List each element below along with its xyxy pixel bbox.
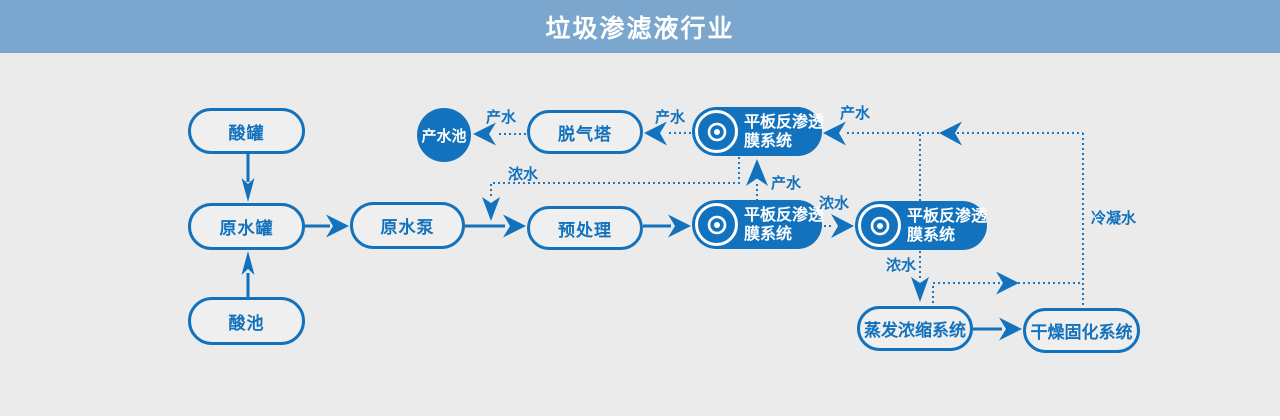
node-label: 原水罐 (219, 219, 274, 238)
line-condensate-return-horizontal (823, 121, 1083, 146)
node-label: 预处理 (558, 220, 612, 240)
node-ro-system-right: 平板反渗透 膜系统 (855, 201, 987, 250)
arrow-degassing-to-product-pool (473, 122, 527, 146)
node-label: 蒸发浓缩系统 (864, 321, 966, 340)
node-label: 酸罐 (228, 123, 265, 143)
node-degassing-tower: 脱气塔 (527, 110, 643, 154)
node-label: 脱气塔 (558, 124, 612, 144)
node-label: 原水泵 (380, 218, 435, 237)
node-label-line2: 膜系统 (907, 226, 956, 244)
flow-label-product-water: 产水 (840, 105, 871, 122)
node-raw-water-pump: 原水泵 (350, 202, 465, 249)
node-label: 干燥固化系统 (1030, 323, 1133, 342)
node-ro-system-top: 平板反渗透 膜系统 (692, 107, 824, 156)
node-label: 平板反渗透 膜系统 (744, 113, 824, 151)
flow-label-product-water: 产水 (771, 175, 802, 192)
flow-label-product-water: 产水 (486, 109, 517, 126)
node-acid-tank: 酸罐 (188, 108, 305, 154)
node-label: 酸池 (228, 313, 265, 333)
node-product-water-pool: 产水池 (417, 108, 471, 162)
arrow-ro-top-concentrate-return (482, 157, 740, 221)
arrow-evaporation-to-drying (973, 317, 1022, 341)
node-label: 产水池 (421, 127, 467, 145)
node-ro-system-mid: 平板反渗透 膜系统 (692, 200, 824, 249)
arrow-ro-mid-concentrate-to-ro-right (824, 214, 854, 238)
node-acid-pool: 酸池 (188, 297, 305, 345)
node-label-line1: 平板反渗透 (907, 207, 988, 225)
node-label: 平板反渗透 膜系统 (744, 206, 824, 244)
flow-label-concentrate: 浓水 (886, 257, 917, 274)
node-raw-water-tank: 原水罐 (188, 203, 305, 250)
node-evaporation-system: 蒸发浓缩系统 (857, 306, 973, 351)
node-label-line1: 平板反渗透 (744, 113, 825, 131)
flow-label-concentrate: 浓水 (508, 166, 539, 183)
node-label-line2: 膜系统 (744, 132, 793, 150)
disc-target-icon (858, 204, 901, 247)
flow-label-condensate: 冷凝水 (1091, 210, 1137, 227)
disc-target-icon (695, 110, 738, 153)
header-bar: 垃圾渗滤液行业 (0, 0, 1280, 53)
arrow-ro-right-concentrate-to-evaporation (911, 251, 929, 302)
flow-label-product-water: 产水 (655, 109, 686, 126)
arrow-pump-to-pretreatment (465, 214, 526, 238)
node-pretreatment: 预处理 (527, 206, 643, 250)
bottom-divider (0, 416, 1280, 420)
node-drying-system: 干燥固化系统 (1023, 308, 1140, 353)
page-title: 垃圾渗滤液行业 (545, 14, 735, 43)
flow-label-concentrate: 浓水 (819, 195, 850, 212)
arrow-pretreatment-to-ro-mid (643, 214, 691, 238)
arrow-raw-water-tank-to-pump (303, 214, 349, 238)
disc-target-icon (695, 203, 738, 246)
arrow-evaporation-condensate-out (932, 271, 1083, 303)
node-label-line2: 膜系统 (744, 225, 793, 243)
arrow-ro-mid-product-to-ro-top (746, 159, 768, 201)
arrow-acid-pool-to-raw-water-tank (241, 251, 255, 297)
node-label: 平板反渗透 膜系统 (907, 207, 987, 245)
node-label-line1: 平板反渗透 (744, 206, 825, 224)
arrow-acid-tank-to-raw-water-tank (241, 153, 255, 202)
arrow-ro-top-to-degassing (644, 121, 692, 146)
